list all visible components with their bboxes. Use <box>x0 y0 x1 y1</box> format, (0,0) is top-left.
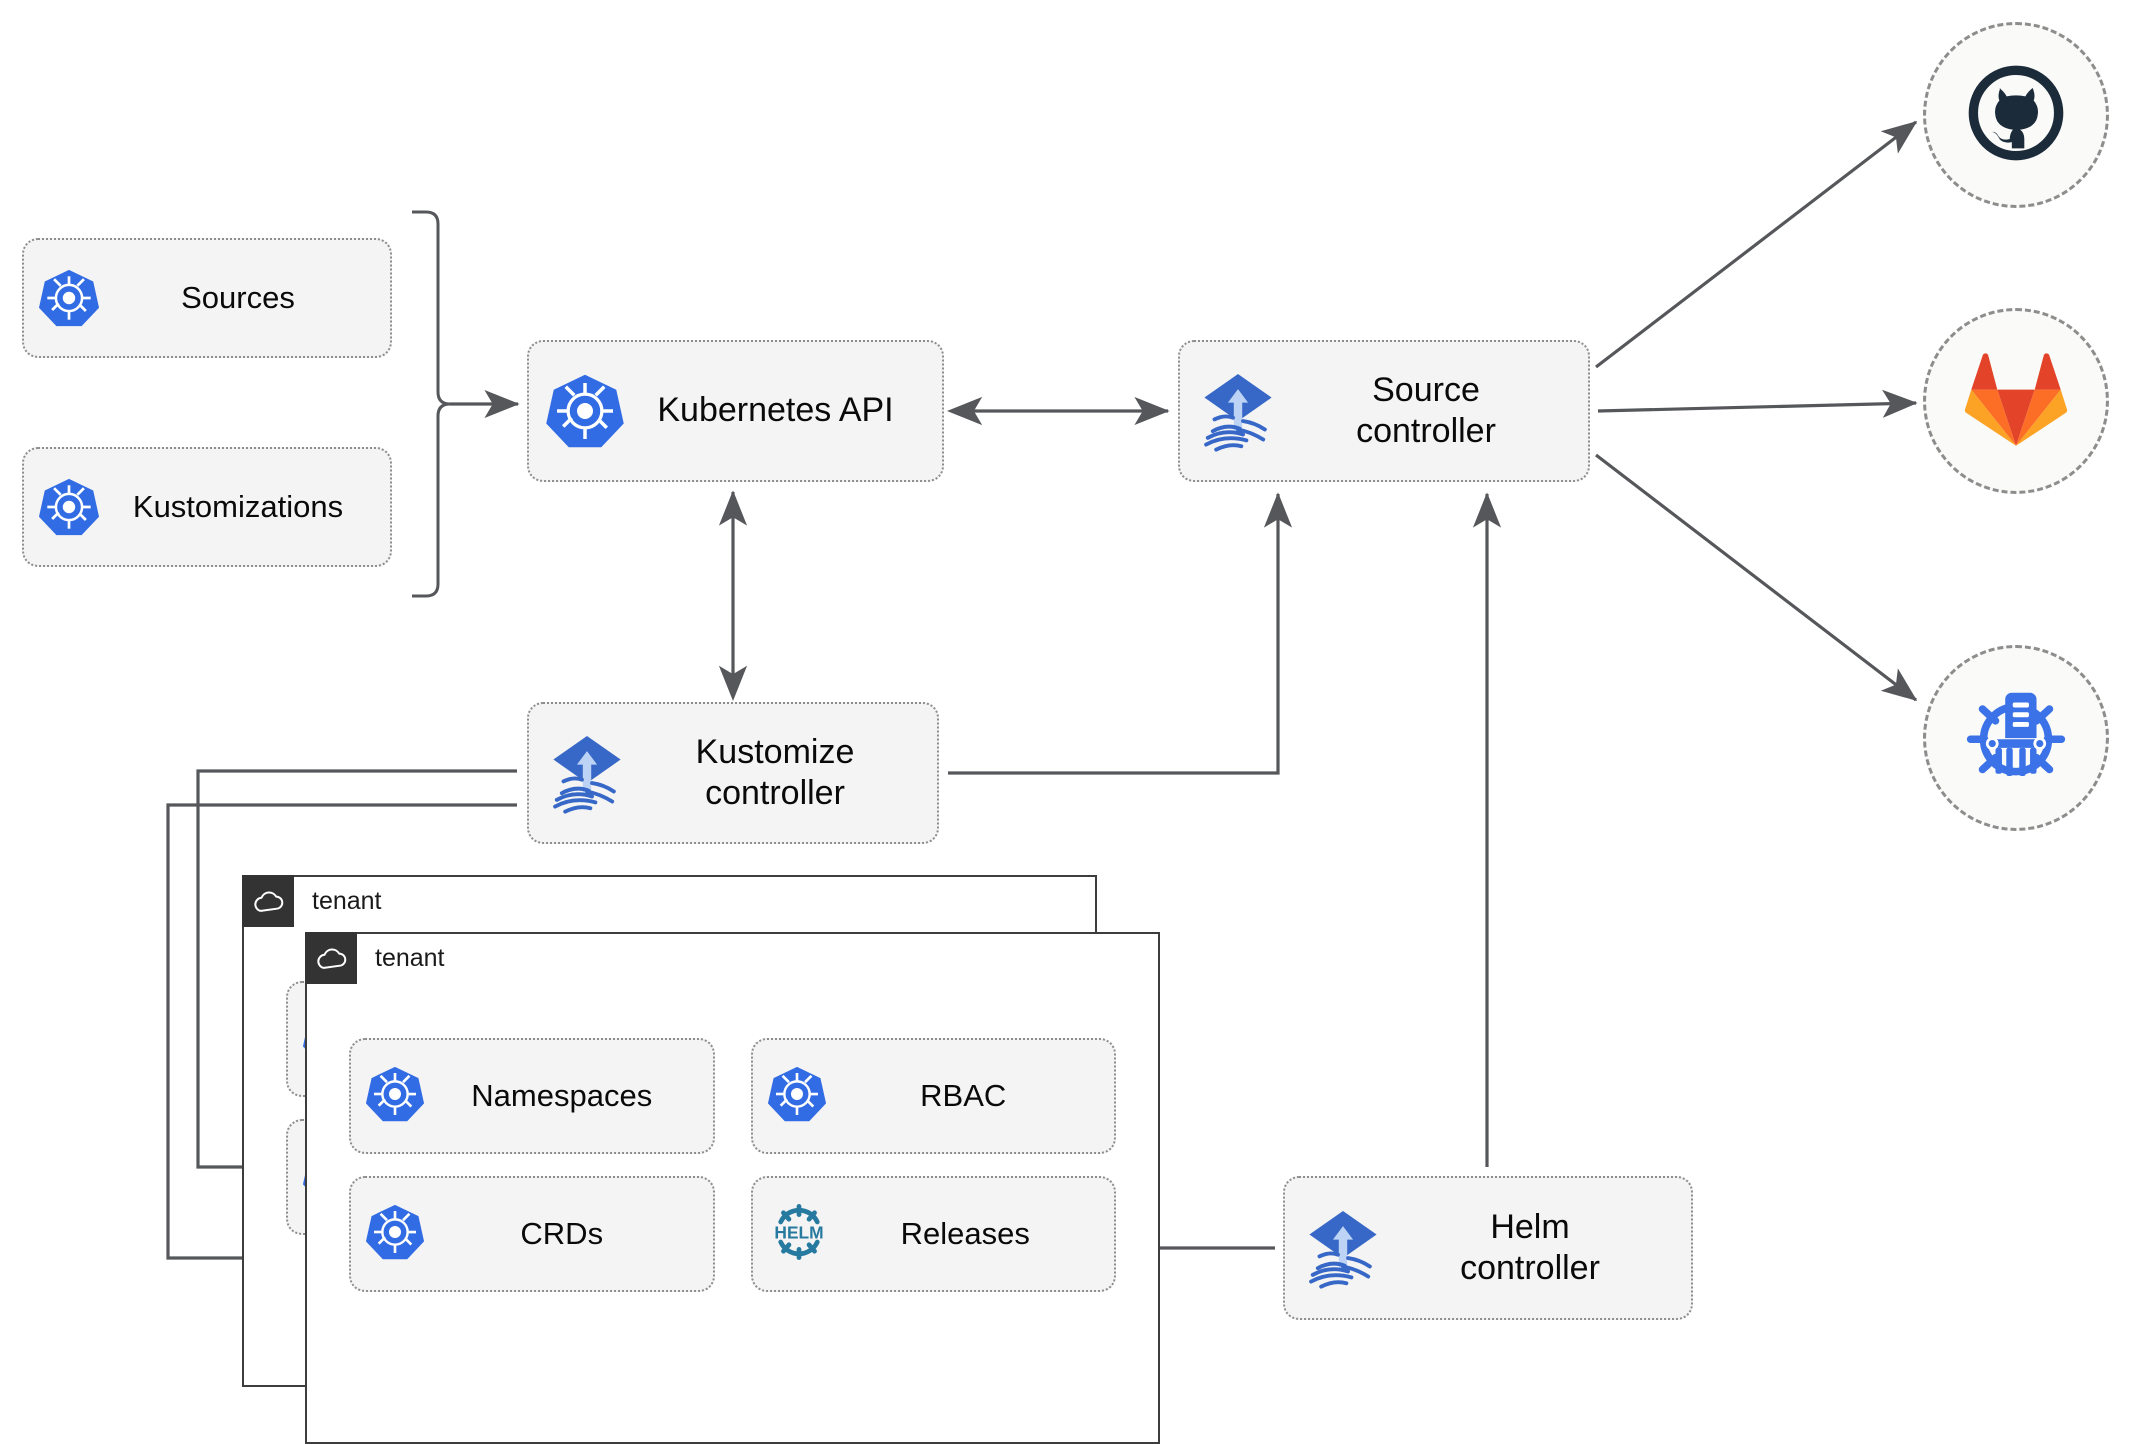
resource-rbac[interactable]: RBAC <box>750 1038 1116 1154</box>
flux-icon <box>1196 369 1280 453</box>
github-icon <box>1964 61 2068 170</box>
wire-kusctl-srcctl <box>948 492 1293 775</box>
wire-srcctl-gitlab <box>1597 389 1918 418</box>
flux-icon <box>1301 1206 1385 1290</box>
flux-icon <box>545 731 629 815</box>
resource-crds[interactable]: CRDs <box>349 1176 715 1292</box>
cloud-icon <box>305 932 357 984</box>
kubernetes-icon <box>365 1202 425 1267</box>
resource-label: RBAC <box>920 1078 1007 1113</box>
tenant-container-inner[interactable]: tenant Namespaces <box>305 932 1160 1444</box>
tenant-resource-grid: Namespaces RBAC <box>307 986 1158 1292</box>
wire-srcctl-github <box>1595 120 1918 369</box>
tenant-label: tenant <box>375 943 445 972</box>
node-label: Helm controller <box>1460 1207 1600 1287</box>
provider-helm-repository[interactable] <box>1923 645 2109 831</box>
node-label: Kustomizations <box>132 489 344 525</box>
kubernetes-icon <box>767 1064 827 1129</box>
resource-label: Releases <box>900 1216 1030 1251</box>
helm-icon: HELM <box>767 1202 831 1267</box>
node-sources[interactable]: Sources <box>22 238 392 358</box>
kubernetes-icon <box>38 476 100 538</box>
node-helm-controller[interactable]: Helm controller <box>1283 1176 1693 1320</box>
node-label: Sources <box>181 280 295 316</box>
provider-github[interactable] <box>1923 22 2109 208</box>
kubernetes-icon <box>38 267 100 329</box>
kubernetes-icon <box>365 1064 425 1129</box>
helm-repository-icon <box>1962 682 2070 795</box>
node-label: Source controller <box>1356 370 1496 450</box>
node-label: Kustomize controller <box>695 732 855 812</box>
resource-namespaces[interactable]: Namespaces <box>349 1038 715 1154</box>
svg-text:HELM: HELM <box>774 1222 823 1242</box>
cloud-icon <box>242 875 294 927</box>
node-label: Kubernetes API <box>657 391 894 430</box>
node-source-controller[interactable]: Source controller <box>1178 340 1590 482</box>
node-kustomizations[interactable]: Kustomizations <box>22 447 392 567</box>
flux-architecture-diagram: Sources Kustomizations <box>22 22 2109 1444</box>
tenant-header: tenant <box>242 875 382 927</box>
resource-label: Namespaces <box>471 1078 653 1113</box>
node-kustomize-controller[interactable]: Kustomize controller <box>527 702 939 844</box>
wire-srcctl-helmrepo <box>1595 453 1918 702</box>
resource-releases[interactable]: HELM Releases <box>750 1176 1116 1292</box>
tenant-header: tenant <box>305 932 445 984</box>
resource-label: CRDs <box>520 1216 604 1251</box>
kubernetes-icon <box>545 371 625 451</box>
tenant-label: tenant <box>312 886 382 915</box>
gitlab-icon <box>1964 350 2068 453</box>
cr-bracket <box>412 210 451 598</box>
node-kubernetes-api[interactable]: Kubernetes API <box>527 340 944 482</box>
provider-gitlab[interactable] <box>1923 308 2109 494</box>
